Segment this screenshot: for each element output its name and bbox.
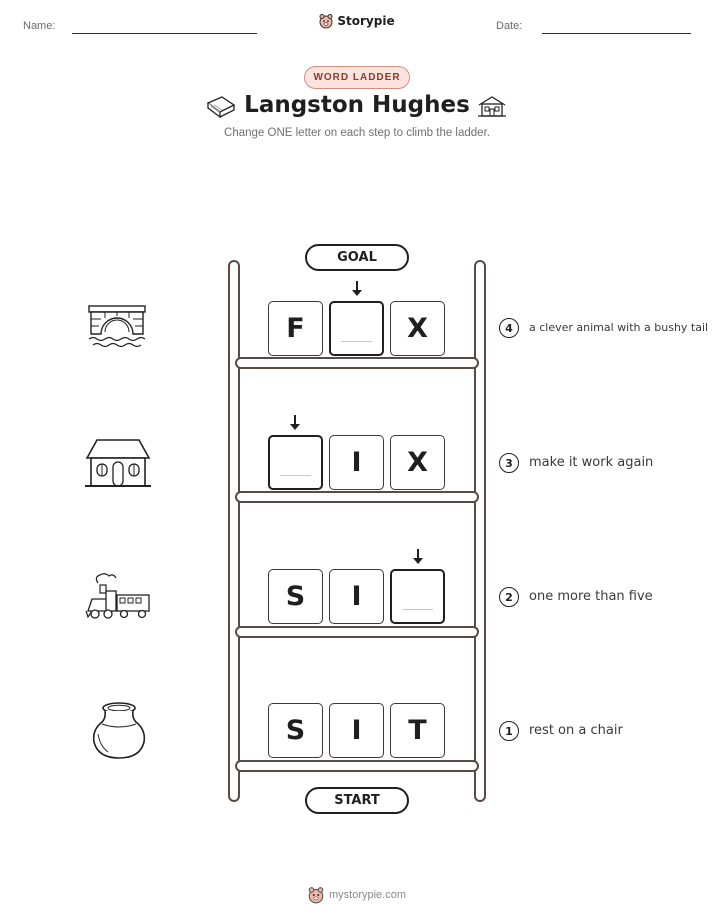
step-number: 3: [499, 453, 519, 473]
letter-tile: I: [329, 703, 384, 758]
clue-text: one more than five: [529, 589, 653, 604]
house-icon: [85, 439, 151, 487]
blank-letter-tile[interactable]: [268, 435, 323, 490]
book-icon: [206, 96, 236, 119]
page-title: Langston Hughes: [244, 92, 470, 118]
mascot-icon: [308, 887, 324, 904]
pot-icon: [92, 702, 146, 759]
arrow-down-icon: [290, 415, 300, 430]
brand-name: Storypie: [337, 14, 395, 28]
clue-text: rest on a chair: [529, 723, 623, 738]
date-label: Date:: [496, 20, 523, 32]
house-small-icon: [478, 96, 506, 117]
clue-text: a clever animal with a bushy tail: [529, 321, 709, 334]
blank-letter-tile[interactable]: [329, 301, 384, 356]
name-line[interactable]: [72, 33, 257, 34]
letter-tile: X: [390, 301, 445, 356]
arrow-down-icon: [413, 549, 423, 564]
instructions: Change ONE letter on each step to climb …: [224, 127, 490, 139]
footer-url[interactable]: mystorypie.com: [328, 889, 407, 901]
letter-tile: I: [329, 435, 384, 490]
footer: mystorypie.com: [0, 886, 714, 904]
mascot-icon: [319, 14, 333, 29]
goal-label: GOAL: [305, 244, 409, 271]
start-label: START: [305, 787, 409, 814]
step-number: 1: [499, 721, 519, 741]
letter-tile: I: [329, 569, 384, 624]
letter-tile: F: [268, 301, 323, 356]
bridge-icon: [88, 305, 146, 348]
date-line[interactable]: [542, 33, 691, 34]
word-ladder-badge: WORD LADDER: [304, 66, 410, 89]
ladder-frame: [228, 260, 486, 802]
step-number: 4: [499, 318, 519, 338]
clue-text: make it work again: [529, 455, 654, 470]
letter-tile: X: [390, 435, 445, 490]
name-label: Name:: [23, 20, 56, 32]
letter-tile: S: [268, 703, 323, 758]
arrow-down-icon: [352, 281, 362, 296]
blank-letter-tile[interactable]: [390, 569, 445, 624]
brand-logo: Storypie: [0, 13, 714, 29]
letter-tile: S: [268, 569, 323, 624]
step-number: 2: [499, 587, 519, 607]
letter-tile: T: [390, 703, 445, 758]
train-icon: [85, 573, 150, 619]
